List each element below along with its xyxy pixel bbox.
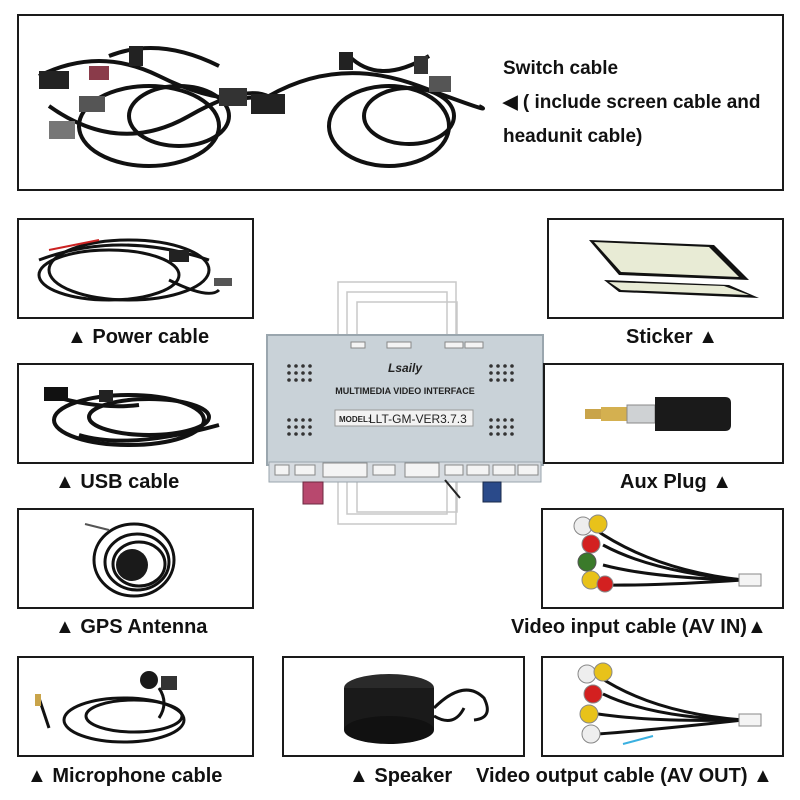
aux-plug-image [585,397,731,431]
power-cable-image [37,238,232,302]
sticker-label: Sticker ▲ [626,326,719,348]
gps-antenna-label: ▲ GPS Antenna [55,616,208,638]
speaker-image [344,674,489,744]
module-subtitle: MULTIMEDIA VIDEO INTERFACE [335,386,475,396]
power-cable-panel [17,218,254,319]
gps-antenna-panel [17,508,254,609]
speaker-label: ▲ Speaker [349,765,453,787]
module-model-label: MODEL: [339,415,371,424]
microphone-cable-panel [17,656,254,757]
switch-cable-panel: Switch cable ◀ ( include screen cable an… [17,14,784,191]
video-output-cable-image [577,662,762,745]
video-input-cable-image [573,514,762,593]
usb-cable-label: ▲ USB cable [55,471,180,493]
usb-cable-panel [17,363,254,464]
usb-cable-image [44,387,220,447]
switch-cable-image [38,46,485,168]
switch-cable-desc-1: ◀ ( include screen cable and [503,92,761,113]
sticker-image [589,240,759,298]
video-output-cable-panel [541,656,784,757]
video-input-cable-panel [541,508,784,609]
microphone-cable-image [35,671,186,744]
speaker-panel [282,656,525,757]
interface-module: Lsaily MULTIMEDIA VIDEO INTERFACE MODEL:… [265,280,545,530]
gps-antenna-image [84,522,176,598]
switch-cable-title: Switch cable [503,58,619,79]
microphone-cable-label: ▲ Microphone cable [27,765,223,787]
sticker-panel [547,218,784,319]
interface-module-image: Lsaily MULTIMEDIA VIDEO INTERFACE MODEL:… [266,281,544,525]
switch-cable-desc-2: headunit cable) [503,126,643,147]
aux-plug-label: Aux Plug ▲ [620,471,733,493]
video-input-cable-label: Video input cable (AV IN)▲ [511,616,767,638]
module-model-value: LLT-GM-VER3.7.3 [369,412,467,426]
power-cable-label: ▲ Power cable [67,326,210,348]
video-output-cable-label: Video output cable (AV OUT) ▲ [476,765,773,787]
module-brand: Lsaily [388,361,423,375]
aux-plug-panel [543,363,784,464]
